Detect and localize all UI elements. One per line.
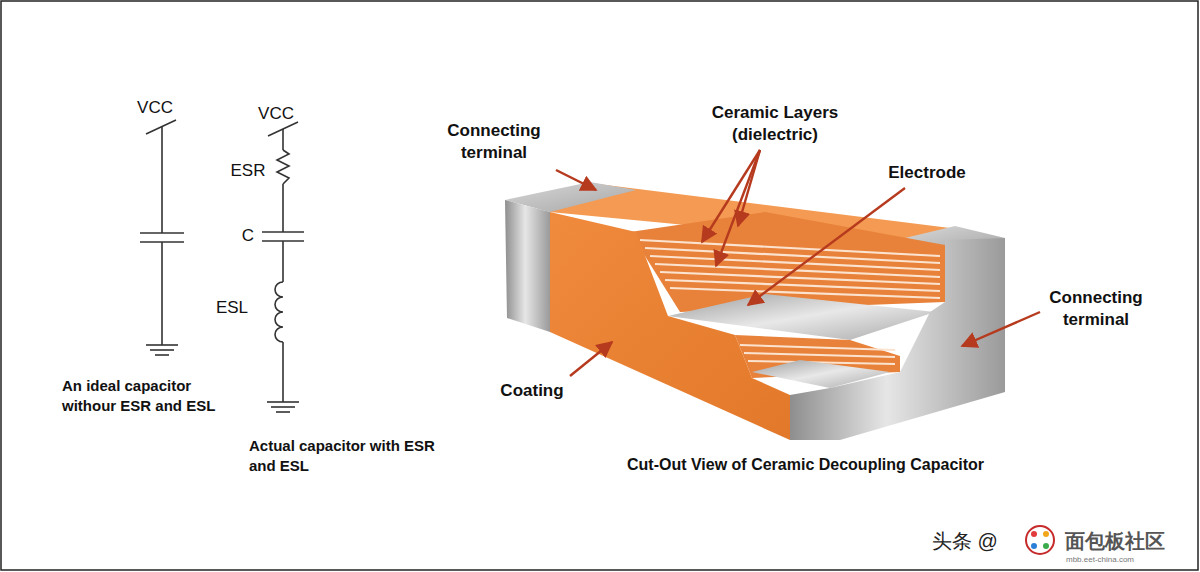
signal-name: VCC [125,97,185,119]
callout-label: Electrode [867,162,987,184]
capacitor-illustration [505,182,1005,440]
caption: Cut-Out View of Ceramic Decoupling Capac… [627,455,1027,476]
ideal-capacitor-symbol [140,120,184,355]
actual-capacitor-symbol [262,122,304,412]
leader-arrows [556,150,1040,376]
watermark: 面包板社区 [1060,528,1170,554]
schematic-note: Actual capacitor with ESR and ESL [249,436,439,475]
callout-label: Connecting terminal [429,120,559,164]
callout-label: Coating [487,380,577,402]
callout-label: Ceramic Layers (dielectric) [695,102,855,146]
callout-label: Connecting terminal [1031,287,1161,331]
part-name: ESL [207,297,257,319]
watermark-logo [1026,526,1054,554]
part-name: ESR [223,160,273,182]
watermark: 头条 @ [925,528,1005,554]
schematic-note: An ideal capacitor withour ESR and ESL [62,376,247,415]
part-name: C [233,225,263,247]
watermark: mbb.eet-china.com [1045,555,1155,565]
signal-name: VCC [246,103,306,125]
